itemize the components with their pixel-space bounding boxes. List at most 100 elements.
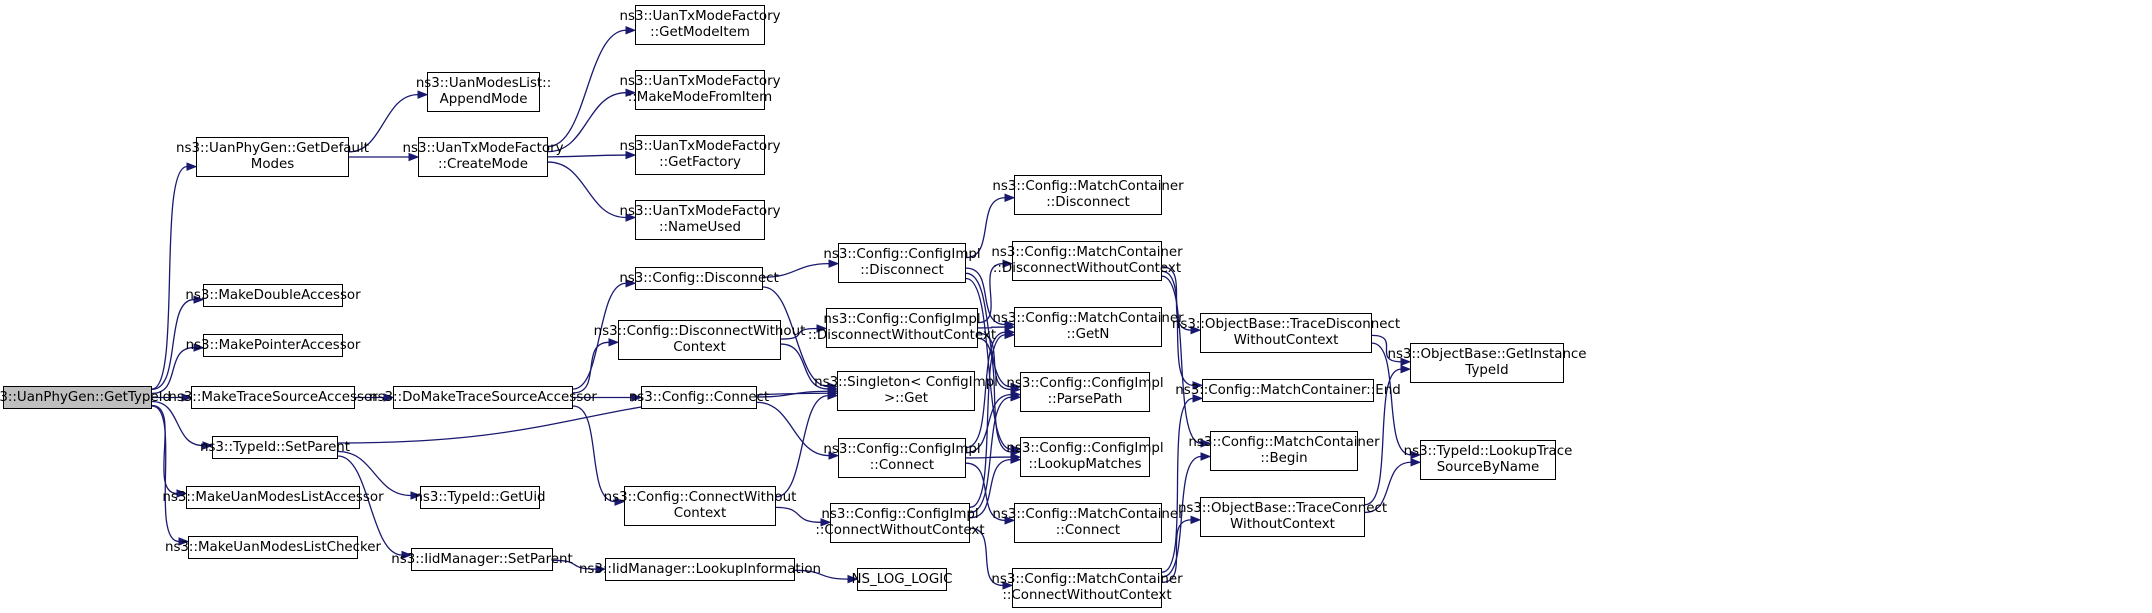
edge-getTypeId-to-makeUanModesListChecker	[151, 405, 180, 543]
node-append-mode[interactable]: ns3::UanModesList::AppendMode	[416, 72, 551, 112]
node-label-line: ns3::Config::ConfigImpl	[823, 442, 981, 457]
node-make-uan-modes-list-checker[interactable]: ns3::MakeUanModesListChecker	[165, 536, 381, 559]
node-mc-disconnect-without-context[interactable]: ns3::Config::MatchContainer::DisconnectW…	[991, 241, 1183, 281]
node-create-mode[interactable]: ns3::UanTxModeFactory::CreateMode	[403, 137, 564, 177]
node-get-mode-item[interactable]: ns3::UanTxModeFactory::GetModeItem	[620, 5, 781, 45]
node-type-id-set-parent[interactable]: ns3::TypeId::SetParent	[200, 436, 350, 459]
edge-arrowhead	[1010, 447, 1022, 457]
edge-mcConnectWithoutContext-to-mcEnd	[1161, 397, 1194, 573]
edge-arrowhead	[614, 497, 626, 506]
node-label-line: ns3::ObjectBase::TraceConnect	[1177, 501, 1388, 516]
node-label-line: ::Connect	[1055, 523, 1121, 538]
edge-iidSetParent-to-lookupInformation	[552, 559, 597, 570]
edge-arrowhead	[828, 259, 840, 268]
node-impl-disconnect-without-context[interactable]: ns3::Config::ConfigImpl::DisconnectWitho…	[808, 308, 996, 348]
node-label-line: ::Disconnect	[860, 263, 944, 278]
edge-arrowhead	[625, 88, 637, 97]
node-make-double-accessor[interactable]: ns3::MakeDoubleAccessor	[185, 284, 361, 307]
node-singleton-get[interactable]: ns3::Singleton< ConfigImpl>::Get	[814, 371, 998, 411]
node-mc-begin[interactable]: ns3::Config::MatchContainer::Begin	[1188, 431, 1380, 471]
edge-traceConnectWithoutContext-to-getInstanceTypeId	[1364, 368, 1402, 506]
edge-implDisconnectWithoutContext-to-mcDisconnectWithoutContext	[977, 263, 1004, 324]
node-iid-set-parent[interactable]: ns3::IidManager::SetParent	[391, 548, 573, 571]
node-ns-log-logic[interactable]: NS_LOG_LOGIC	[852, 568, 953, 591]
node-label-line: ns3::Config::MatchContainer	[992, 311, 1184, 326]
node-impl-lookup-matches[interactable]: ns3::Config::ConfigImpl::LookupMatches	[1006, 437, 1164, 477]
node-make-uan-modes-list-accessor[interactable]: ns3::MakeUanModesListAccessor	[162, 486, 384, 509]
edge-arrowhead	[1002, 259, 1014, 268]
edge-configDisconnectWithoutContext-to-singletonGet	[780, 343, 829, 390]
edge-arrowhead	[202, 441, 214, 450]
edge-configDisconnect-to-implDisconnect	[762, 262, 830, 278]
node-label-line: ::Connect	[869, 458, 935, 473]
node-label-line: ns3::MakeTraceSourceAccessor	[168, 389, 378, 405]
edge-getTypeId-to-makeDoubleAccessor	[151, 298, 195, 390]
node-type-id-get-uid[interactable]: ns3::TypeId::GetUid	[414, 486, 546, 509]
edge-arrowhead	[625, 213, 637, 222]
node-label-line: ns3::Config::MatchContainer	[1188, 435, 1380, 450]
node-name-used[interactable]: ns3::UanTxModeFactory::NameUsed	[620, 200, 781, 240]
edge-implDisconnectWithoutContext-to-implParsePath	[977, 332, 1012, 391]
node-label-line: ::NameUsed	[658, 220, 742, 235]
node-label-line: WithoutContext	[1230, 517, 1335, 532]
edge-arrowhead	[408, 152, 420, 162]
node-label-line: ns3::IidManager::SetParent	[391, 551, 573, 567]
edge-arrowhead	[1200, 439, 1212, 448]
node-label-line: ::GetN	[1066, 327, 1110, 342]
node-make-trace-source-accessor[interactable]: ns3::MakeTraceSourceAccessor	[168, 386, 378, 409]
edge-arrowhead	[625, 26, 637, 35]
node-mc-end[interactable]: ns3::Config::MatchContainer::End	[1175, 379, 1401, 402]
edge-implConnectWithoutContext-to-implLookupMatches	[969, 458, 1012, 519]
edge-implConnectWithoutContext-to-mcConnectWithoutContext	[969, 527, 1004, 587]
edge-traceDisconnectWithoutContext-to-lookupTraceSourceByName	[1371, 342, 1412, 456]
node-impl-connect-without-context[interactable]: ns3::Config::ConfigImpl::ConnectWithoutC…	[815, 503, 985, 543]
edge-arrowhead	[1004, 193, 1016, 202]
node-get-type-id: ns3::UanPhyGen::GetTypeId	[0, 386, 171, 409]
node-label-line: ns3::TypeId::GetUid	[414, 489, 546, 505]
node-label-line: ns3::Config::Disconnect	[619, 270, 779, 286]
node-mc-connect-without-context[interactable]: ns3::Config::MatchContainer::ConnectWith…	[991, 568, 1183, 608]
node-impl-parse-path[interactable]: ns3::Config::ConfigImpl::ParsePath	[1006, 372, 1164, 412]
node-config-connect[interactable]: ns3::Config::Connect	[629, 386, 769, 409]
node-label-line: Context	[673, 340, 726, 355]
edge-arrowhead	[1010, 385, 1022, 394]
node-mc-disconnect[interactable]: ns3::Config::MatchContainer::Disconnect	[992, 175, 1184, 215]
edge-doMakeTraceSourceAccessor-to-configDisconnectWithoutContext	[572, 341, 610, 394]
node-label-line: ns3::Config::ConfigImpl	[821, 507, 979, 522]
node-label-line: AppendMode	[439, 92, 528, 107]
node-impl-disconnect[interactable]: ns3::Config::ConfigImpl::Disconnect	[823, 243, 981, 283]
node-do-make-trace-source-accessor[interactable]: ns3::DoMakeTraceSourceAccessor	[369, 386, 597, 409]
node-get-factory[interactable]: ns3::UanTxModeFactory::GetFactory	[620, 135, 781, 175]
edge-configConnect-to-singletonGet	[756, 390, 829, 398]
node-impl-connect[interactable]: ns3::Config::ConfigImpl::Connect	[823, 438, 981, 478]
node-label-line: ns3::ObjectBase::TraceDisconnect	[1171, 317, 1401, 332]
node-config-disconnect[interactable]: ns3::Config::Disconnect	[619, 267, 779, 290]
node-label-line: ::GetFactory	[659, 155, 741, 170]
node-label-line: ns3::Config::DisconnectWithout	[593, 324, 806, 339]
edge-arrowhead	[401, 550, 413, 560]
edge-configDisconnectWithoutContext-to-implDisconnectWithoutContext	[780, 327, 818, 340]
node-make-pointer-accessor[interactable]: ns3::MakePointerAccessor	[186, 334, 360, 357]
edge-arrowhead	[176, 489, 188, 498]
node-label-line: ns3::UanTxModeFactory	[402, 141, 564, 156]
edge-arrowhead	[828, 451, 840, 460]
edge-configConnect-to-implConnect	[756, 401, 830, 457]
edge-arrowhead	[1410, 458, 1422, 467]
node-make-mode-from-item[interactable]: ns3::UanTxModeFactory::MakeModeFromItem	[620, 70, 781, 110]
node-mc-get-n[interactable]: ns3::Config::MatchContainer::GetN	[992, 307, 1184, 347]
edge-arrowhead	[625, 150, 637, 160]
edge-implDisconnect-to-mcDisconnect	[965, 197, 1006, 259]
edge-createMode-to-makeModeFromItem	[547, 92, 627, 153]
node-lookup-information[interactable]: ns3::IidManager::LookupInformation	[579, 558, 821, 581]
edge-arrowhead	[410, 491, 422, 500]
node-mc-connect[interactable]: ns3::Config::MatchContainer::Connect	[992, 503, 1184, 543]
edge-arrowhead	[193, 343, 205, 352]
edge-getTypeId-to-makeUanModesListAccessor	[151, 404, 178, 495]
